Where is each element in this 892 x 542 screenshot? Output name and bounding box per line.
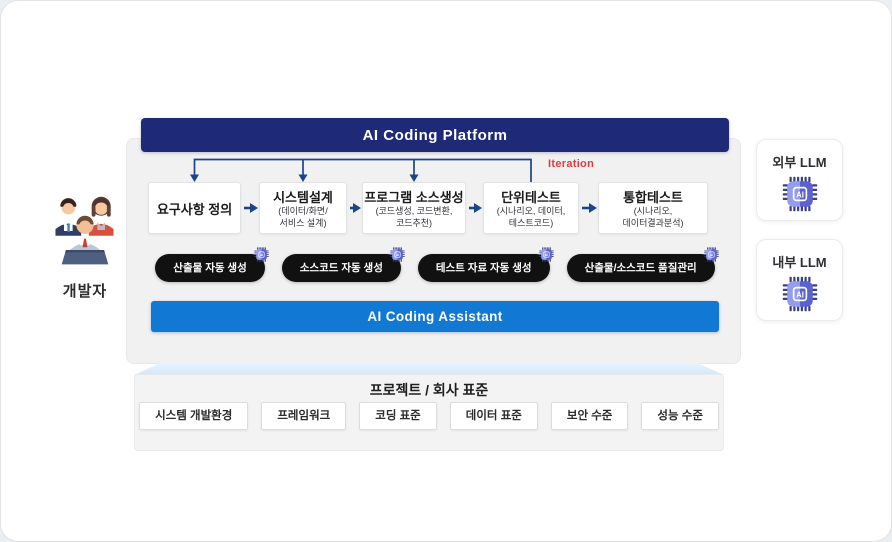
standards-title: 프로젝트 / 회사 표준	[369, 382, 489, 398]
step-subtitle: 테스트코드)	[508, 217, 554, 228]
ai-chip-icon	[390, 247, 405, 262]
standards-row: 시스템 개발환경 프레임워크 코딩 표준 데이터 표준 보안 수준 성능 수준	[134, 401, 724, 431]
step-subtitle: 데이터결과분석)	[622, 217, 684, 228]
step-subtitle: (시나리오, 데이터,	[496, 205, 566, 216]
ai-chip-icon	[539, 247, 554, 262]
funnel-connector	[134, 363, 724, 375]
capability-pill-source-generation: 소스코드 자동 생성	[281, 254, 401, 282]
capability-label: 테스트 자료 자동 생성	[435, 262, 532, 274]
ai-chip-icon	[704, 247, 719, 262]
step-subtitle: (시나리오,	[633, 205, 673, 216]
ai-chip-icon	[782, 176, 818, 212]
step-title: 통합테스트	[623, 189, 683, 205]
step-requirements: 요구사항 정의	[148, 182, 241, 234]
step-subtitle: (데이터/화면/	[278, 205, 328, 216]
step-source-generation: 프로그램 소스생성 (코드생성, 코드변환, 코드추천)	[362, 182, 466, 234]
external-llm-label: 외부 LLM	[772, 155, 827, 170]
developer-group-icon	[55, 196, 114, 265]
capability-row: 산출물 자동 생성 소스코드 자동 생성 테스트 자료 자동 생성 산출물/소스…	[151, 253, 719, 283]
capability-pill-test-data-generation: 테스트 자료 자동 생성	[417, 254, 550, 282]
step-subtitle: (코드생성, 코드변환,	[375, 205, 453, 216]
standard-item-performance-level: 성능 수준	[641, 402, 719, 430]
step-subtitle: 서비스 설계)	[279, 217, 327, 228]
developer-group: 개발자	[43, 191, 127, 301]
internal-llm-label: 내부 LLM	[772, 255, 827, 270]
internal-llm-card: 내부 LLM	[756, 239, 843, 321]
step-system-design: 시스템설계 (데이터/화면/ 서비스 설계)	[259, 182, 347, 234]
capability-label: 산출물 자동 생성	[173, 262, 247, 274]
standard-item-dev-environment: 시스템 개발환경	[139, 402, 249, 430]
ai-chip-icon	[254, 247, 269, 262]
standard-item-framework: 프레임워크	[261, 402, 347, 430]
capability-pill-artifact-generation: 산출물 자동 생성	[155, 254, 264, 282]
standard-item-security-level: 보안 수준	[550, 402, 629, 430]
step-title: 단위테스트	[501, 189, 561, 205]
assistant-bar: AI Coding Assistant	[151, 301, 719, 332]
step-integration-test: 통합테스트 (시나리오, 데이터결과분석)	[598, 182, 708, 234]
assistant-title: AI Coding Assistant	[367, 309, 503, 324]
external-llm-card: 외부 LLM	[756, 139, 843, 221]
step-title: 프로그램 소스생성	[364, 189, 464, 205]
iteration-label: Iteration	[548, 158, 595, 170]
step-subtitle: 코드추천)	[395, 217, 433, 228]
platform-title: AI Coding Platform	[362, 126, 508, 144]
developer-label: 개발자	[62, 283, 108, 300]
capability-label: 소스코드 자동 생성	[299, 262, 383, 274]
step-title: 요구사항 정의	[156, 201, 233, 217]
platform-header: AI Coding Platform	[141, 118, 729, 152]
standard-item-data-standard: 데이터 표준	[449, 402, 538, 430]
step-unit-test: 단위테스트 (시나리오, 데이터, 테스트코드)	[483, 182, 579, 234]
capability-label: 산출물/소스코드 품질관리	[584, 262, 697, 274]
step-title: 시스템설계	[273, 189, 333, 205]
ai-chip-icon	[782, 276, 818, 312]
standard-item-coding-standard: 코딩 표준	[359, 402, 437, 430]
capability-pill-quality-management: 산출물/소스코드 품질관리	[566, 254, 715, 282]
